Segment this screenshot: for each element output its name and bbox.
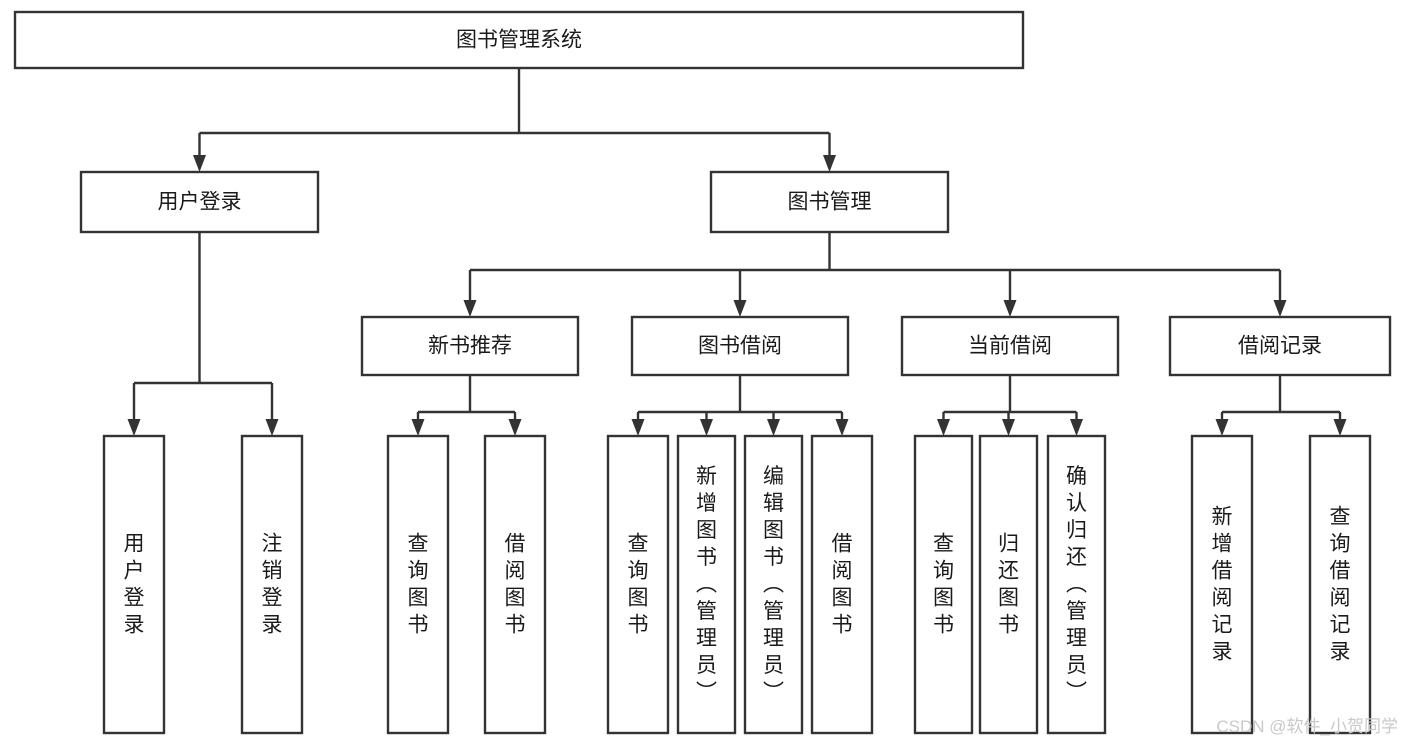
arrow-head-icon bbox=[1003, 300, 1017, 317]
node-box-leaf-return-book bbox=[978, 434, 1039, 735]
node-borrow-record[interactable]: 借阅记录 bbox=[1168, 315, 1392, 377]
node-box-borrow-record bbox=[1168, 315, 1392, 377]
node-leaf-user-logout[interactable]: 注销登录 bbox=[240, 434, 304, 735]
node-book-manage[interactable]: 图书管理 bbox=[709, 170, 950, 234]
node-label-new-book-recommend: 新书推荐 bbox=[428, 335, 512, 358]
arrow-head-icon bbox=[127, 419, 141, 436]
arrow-head-icon bbox=[823, 155, 836, 172]
node-label-leaf-query-borrow-record: 查询借阅记录 bbox=[1330, 506, 1351, 664]
arrow-head-icon bbox=[508, 419, 522, 436]
node-box-root bbox=[13, 10, 1025, 70]
node-user-login[interactable]: 用户登录 bbox=[79, 170, 320, 234]
node-box-leaf-add-book bbox=[676, 434, 737, 735]
node-box-leaf-query-book-current bbox=[913, 434, 974, 735]
node-current-borrow[interactable]: 当前借阅 bbox=[900, 315, 1120, 377]
node-label-leaf-borrow-book: 借阅图书 bbox=[832, 533, 853, 637]
node-leaf-add-borrow-record[interactable]: 新增借阅记录 bbox=[1190, 434, 1254, 735]
node-leaf-user-login[interactable]: 用户登录 bbox=[102, 434, 166, 735]
arrow-head-icon bbox=[1215, 419, 1229, 436]
node-box-leaf-borrow-book-recommend bbox=[483, 434, 547, 735]
node-leaf-confirm-return[interactable]: 确认归还︵管理员︶ bbox=[1046, 434, 1107, 735]
node-label-leaf-add-book: 新增图书︵管理员︶ bbox=[696, 465, 717, 704]
arrow-head-icon bbox=[631, 419, 645, 436]
node-leaf-query-book-borrow[interactable]: 查询图书 bbox=[606, 434, 670, 735]
csdn-watermark: CSDN @软件_小贺同学 bbox=[1216, 717, 1398, 736]
arrow-head-icon bbox=[193, 155, 206, 172]
arrow-head-icon bbox=[265, 419, 279, 436]
node-label-leaf-query-book-borrow: 查询图书 bbox=[628, 533, 649, 637]
node-label-leaf-add-borrow-record: 新增借阅记录 bbox=[1212, 506, 1233, 664]
node-label-current-borrow: 当前借阅 bbox=[968, 335, 1052, 358]
node-box-leaf-edit-book bbox=[743, 434, 804, 735]
arrow-head-icon bbox=[835, 419, 849, 436]
arrow-head-icon bbox=[1002, 419, 1015, 436]
node-label-leaf-query-book-recommend: 查询图书 bbox=[408, 533, 429, 637]
arrow-head-icon bbox=[733, 300, 747, 317]
node-label-root: 图书管理系统 bbox=[456, 29, 582, 52]
node-box-leaf-user-login bbox=[102, 434, 166, 735]
node-leaf-query-book-recommend[interactable]: 查询图书 bbox=[386, 434, 450, 735]
node-label-leaf-confirm-return: 确认归还︵管理员︶ bbox=[1066, 465, 1087, 704]
node-label-user-login: 用户登录 bbox=[158, 191, 242, 214]
node-layer: 图书管理系统用户登录图书管理新书推荐图书借阅当前借阅借阅记录用户登录注销登录查询… bbox=[13, 10, 1392, 735]
node-box-leaf-query-borrow-record bbox=[1308, 434, 1372, 735]
node-label-leaf-user-logout: 注销登录 bbox=[262, 533, 283, 637]
node-leaf-return-book[interactable]: 归还图书 bbox=[978, 434, 1039, 735]
node-box-book-borrow bbox=[630, 315, 850, 377]
arrow-head-icon bbox=[411, 419, 425, 436]
arrow-head-icon bbox=[937, 419, 950, 436]
node-box-new-book-recommend bbox=[360, 315, 580, 377]
connector-layer bbox=[127, 68, 1347, 436]
node-box-leaf-borrow-book bbox=[810, 434, 874, 735]
node-leaf-add-book[interactable]: 新增图书︵管理员︶ bbox=[676, 434, 737, 735]
node-box-leaf-add-borrow-record bbox=[1190, 434, 1254, 735]
arrow-head-icon bbox=[463, 300, 477, 317]
node-box-leaf-user-logout bbox=[240, 434, 304, 735]
node-root[interactable]: 图书管理系统 bbox=[13, 10, 1025, 70]
node-label-leaf-user-login: 用户登录 bbox=[124, 533, 145, 637]
node-box-leaf-confirm-return bbox=[1046, 434, 1107, 735]
node-book-borrow[interactable]: 图书借阅 bbox=[630, 315, 850, 377]
arrow-head-icon bbox=[1273, 300, 1287, 317]
arrow-head-icon bbox=[767, 419, 780, 436]
arrow-head-icon bbox=[700, 419, 713, 436]
node-box-book-manage bbox=[709, 170, 950, 234]
node-label-book-borrow: 图书借阅 bbox=[698, 335, 782, 358]
node-label-leaf-return-book: 归还图书 bbox=[998, 533, 1019, 637]
node-label-borrow-record: 借阅记录 bbox=[1238, 335, 1322, 358]
node-box-leaf-query-book-recommend bbox=[386, 434, 450, 735]
node-label-book-manage: 图书管理 bbox=[788, 191, 872, 214]
node-leaf-edit-book[interactable]: 编辑图书︵管理员︶ bbox=[743, 434, 804, 735]
node-label-leaf-query-book-current: 查询图书 bbox=[933, 533, 954, 637]
node-leaf-query-book-current[interactable]: 查询图书 bbox=[913, 434, 974, 735]
node-box-user-login bbox=[79, 170, 320, 234]
node-label-leaf-borrow-book-recommend: 借阅图书 bbox=[505, 533, 526, 637]
node-box-leaf-query-book-borrow bbox=[606, 434, 670, 735]
node-box-current-borrow bbox=[900, 315, 1120, 377]
arrow-head-icon bbox=[1333, 419, 1347, 436]
node-new-book-recommend[interactable]: 新书推荐 bbox=[360, 315, 580, 377]
node-leaf-borrow-book-recommend[interactable]: 借阅图书 bbox=[483, 434, 547, 735]
node-leaf-borrow-book[interactable]: 借阅图书 bbox=[810, 434, 874, 735]
node-leaf-query-borrow-record[interactable]: 查询借阅记录 bbox=[1308, 434, 1372, 735]
node-label-leaf-edit-book: 编辑图书︵管理员︶ bbox=[763, 465, 784, 704]
arrow-head-icon bbox=[1070, 419, 1083, 436]
